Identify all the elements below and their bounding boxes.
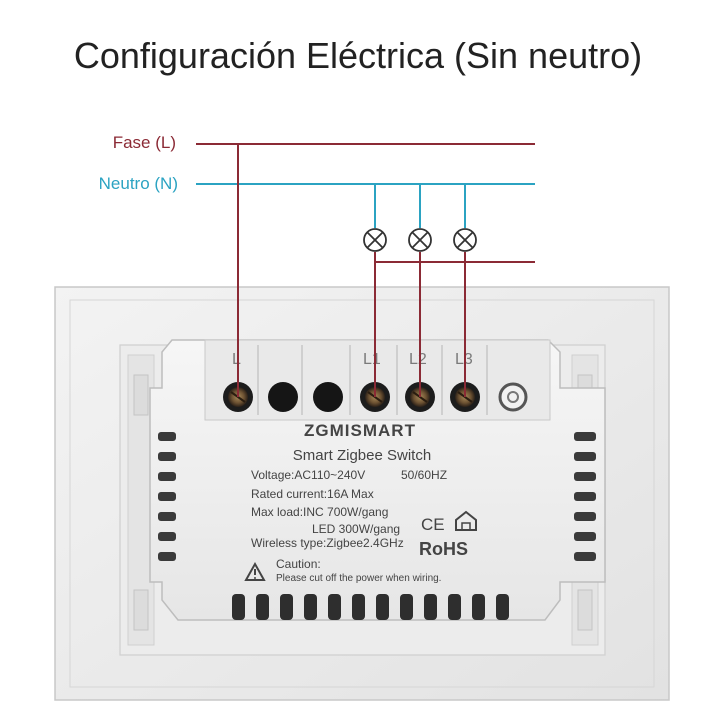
terminal-label-l3: L3 (455, 351, 473, 368)
neutral-label: Neutro (N) (99, 174, 178, 193)
device-label: ZGMISMART Smart Zigbee Switch Voltage:AC… (244, 421, 477, 584)
phase-label: Fase (L) (113, 133, 176, 152)
brand-logo: ZGMISMART (304, 421, 416, 440)
terminal-label-l: L (232, 351, 241, 368)
push-release-button (498, 382, 528, 412)
voltage-spec: Voltage:AC110~240V (251, 468, 365, 482)
lamp-icon-2 (408, 228, 432, 252)
terminal-label-l2: L2 (409, 351, 427, 368)
terminal-empty-2 (313, 382, 343, 412)
product-name: Smart Zigbee Switch (293, 447, 431, 464)
ce-mark: CE (421, 515, 445, 534)
frequency-spec: 50/60HZ (401, 468, 447, 482)
led-load-spec: LED 300W/gang (312, 522, 400, 536)
page-title: Configuración Eléctrica (Sin neutro) (74, 35, 642, 76)
warning-triangle-icon (244, 561, 266, 581)
switch-body (149, 339, 606, 621)
caution-title: Caution: (276, 557, 321, 571)
lamp-icon-3 (453, 228, 477, 252)
house-icon (455, 510, 477, 531)
rohs-mark: RoHS (419, 539, 468, 559)
caution-text: Please cut off the power when wiring. (276, 573, 441, 584)
lamp-icon-1 (363, 228, 387, 252)
terminal-label-l1: L1 (363, 351, 381, 368)
max-load-spec: Max load:INC 700W/gang (251, 505, 388, 519)
terminal-empty-1 (268, 382, 298, 412)
bottom-vents (232, 594, 509, 620)
rated-current-spec: Rated current:16A Max (251, 487, 374, 501)
wiring: Fase (L) Neutro (N) (99, 133, 535, 397)
wireless-spec: Wireless type:Zigbee2.4GHz (251, 536, 404, 550)
